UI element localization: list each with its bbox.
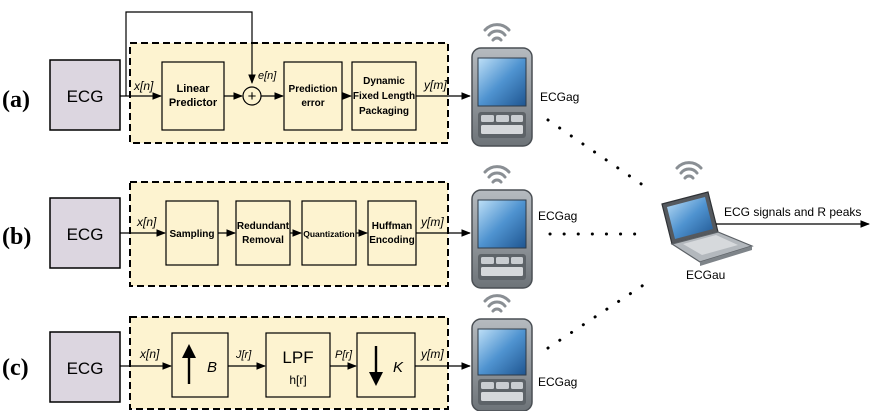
wifi-icon: [483, 165, 511, 184]
row-c-downsampler-block: [356, 332, 416, 398]
row-b-huffman-encoding-line2: Encoding: [369, 235, 415, 246]
row-b-gateway-label: ECGag: [538, 209, 577, 223]
row-a-linear-predictor-line2: Predictor: [169, 97, 218, 109]
row-b-huffman-encoding-block: [367, 200, 417, 266]
row-b-sampling-label: Sampling: [169, 229, 214, 240]
laptop-icon: [661, 191, 754, 266]
row-b-sampling-block: [165, 200, 219, 266]
row-b-ecg-label: ECG: [67, 225, 104, 244]
row-a-label: (a): [2, 87, 30, 113]
row-c-lpf-output: P[r]: [335, 349, 353, 361]
row-b-label: (b): [2, 224, 31, 250]
wireless-link-a: [546, 118, 652, 192]
row-a-output-signal: y[m]: [423, 78, 447, 92]
row-b-gateway-device: [471, 165, 533, 289]
row-a-linear-predictor-block: [161, 61, 225, 131]
wifi-icon: [675, 161, 703, 180]
row-a-packaging-line3: Packaging: [359, 106, 409, 117]
row-b: (b) ECG x[n] Sampling Redundant Removal …: [2, 165, 577, 289]
row-a-gateway-device: [471, 23, 533, 147]
wireless-links: [546, 118, 652, 350]
row-b-huffman-encoding-line1: Huffman: [372, 221, 413, 232]
row-b-redundant-removal-line1: Redundant: [237, 221, 290, 232]
row-c-upsampler-block: [171, 332, 229, 398]
row-a-prediction-error-line2: error: [301, 98, 324, 109]
aggregator: ECGau ECG signals and R peaks: [661, 161, 870, 282]
row-a-feedback-line: [125, 11, 256, 96]
wifi-icon: [483, 294, 511, 313]
row-a-ecg-box: [49, 59, 121, 131]
row-a-gateway-label: ECGag: [540, 90, 579, 104]
down-arrow-icon: [369, 346, 383, 386]
row-b-redundant-removal-block: [235, 200, 291, 266]
row-a-ecg-label: ECG: [67, 87, 104, 106]
wireless-link-c: [546, 280, 650, 350]
row-c-input-signal: x[n]: [139, 347, 160, 361]
row-a-linear-predictor-line1: Linear: [176, 83, 210, 95]
row-a-prediction-error-line1: Prediction: [289, 84, 338, 95]
row-a-packaging-line2: Fixed Length: [353, 91, 415, 102]
row-a-error-signal: e[n]: [258, 70, 277, 82]
row-c-output-signal: y[m]: [420, 347, 444, 361]
row-c-ecg-label: ECG: [67, 359, 104, 378]
row-a: (a) ECG x[n] Linear Predictor + e[n] Pre…: [2, 11, 579, 147]
row-c-lpf-response: h[r]: [289, 373, 306, 387]
row-c: (c) ECG x[n] B J[r] LPF h[r] P[r] K y[m]: [2, 294, 577, 411]
aggregator-output-label: ECG signals and R peaks: [724, 205, 861, 219]
row-c-label: (c): [2, 355, 29, 381]
row-b-output-signal: y[m]: [420, 215, 444, 229]
wifi-icon: [483, 23, 511, 42]
row-c-lpf-title: LPF: [282, 348, 313, 367]
aggregator-label: ECGau: [686, 268, 725, 282]
row-c-gateway-label: ECGag: [538, 375, 577, 389]
row-a-summing-symbol: +: [248, 88, 257, 105]
row-c-downsample-factor: K: [393, 359, 404, 376]
row-a-packaging-line1: Dynamic: [363, 76, 405, 87]
up-arrow-icon: [182, 344, 196, 384]
row-a-prediction-error-block: [283, 61, 343, 131]
row-c-lpf-block: [265, 332, 331, 398]
row-c-ecg-box: [49, 331, 121, 403]
row-c-gateway-device: [471, 294, 533, 411]
row-b-redundant-removal-line2: Removal: [242, 235, 284, 246]
row-b-input-signal: x[n]: [136, 215, 157, 229]
row-c-upsample-factor: B: [207, 359, 217, 376]
row-a-input-signal: x[n]: [133, 79, 154, 93]
row-b-quantization-label: Quantization: [303, 229, 354, 239]
row-c-upsample-output: J[r]: [235, 349, 252, 361]
